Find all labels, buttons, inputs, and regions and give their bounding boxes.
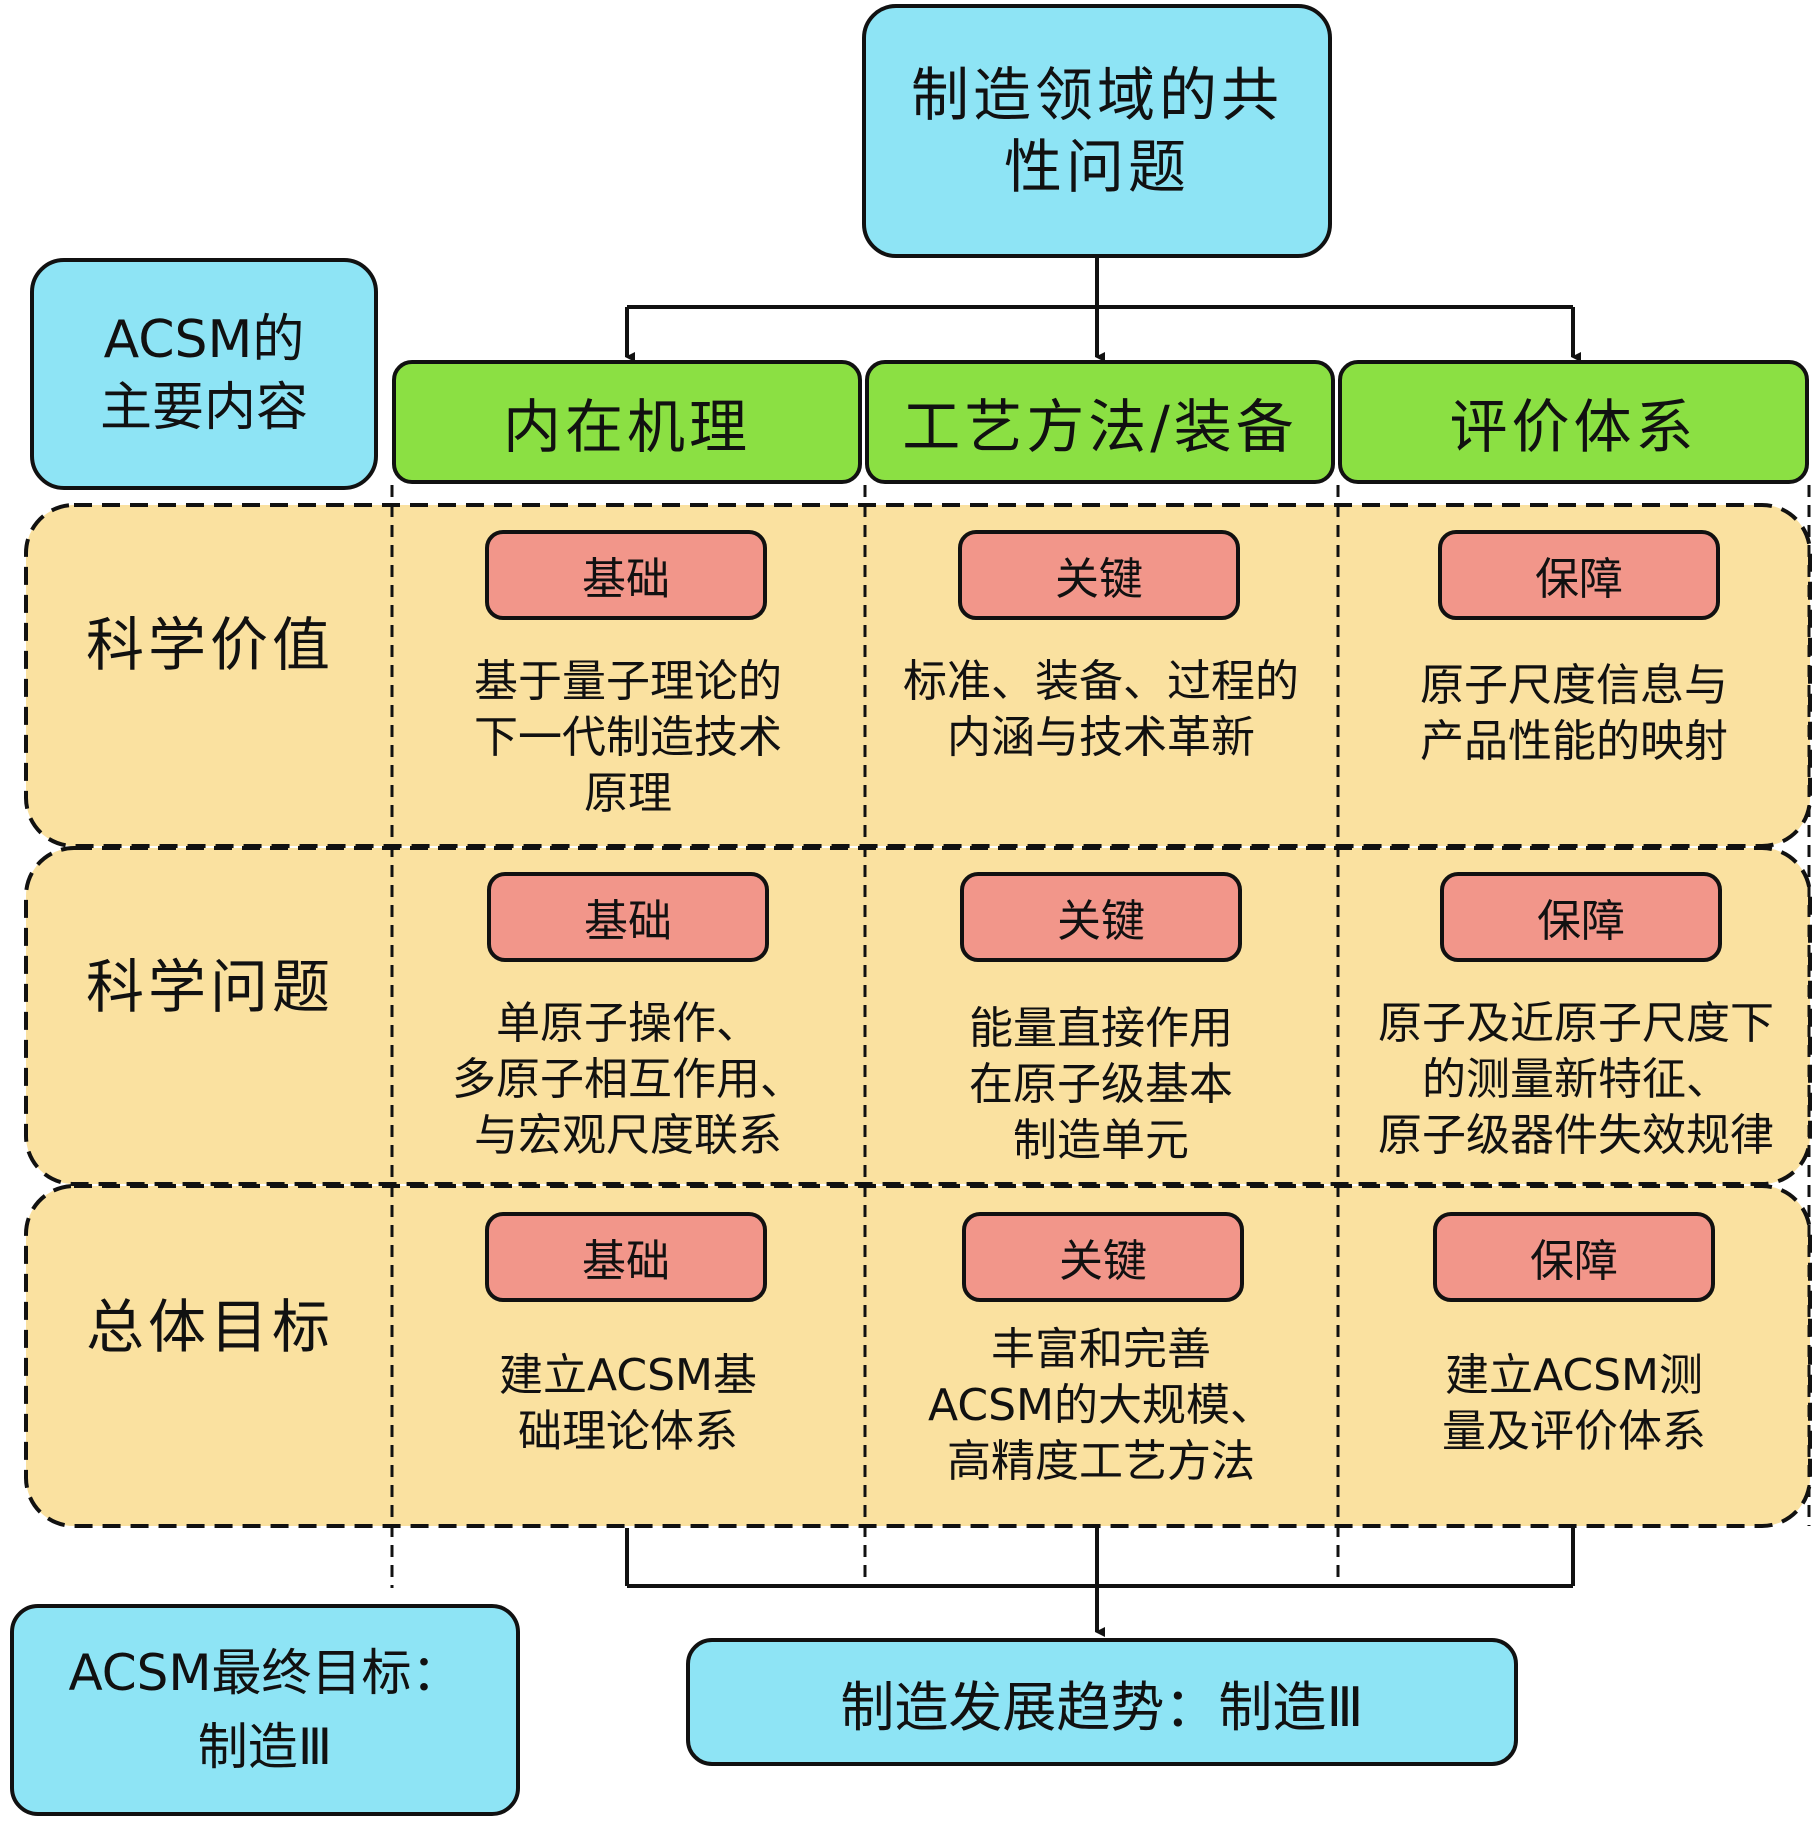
final-goal-box: ACSM最终目标： 制造Ⅲ (10, 1604, 520, 1816)
trend-text: 制造发展趋势：制造Ⅲ (840, 1675, 1364, 1739)
cell-description: 标准、装备、过程的 内涵与技术革新 (903, 656, 1299, 763)
cell-description: 原子尺度信息与 产品性能的映射 (1420, 660, 1728, 767)
cell-description: 建立ACSM基 础理论体系 (499, 1350, 757, 1457)
tag-guarantee: 保障 (1440, 872, 1722, 962)
cell-description: 能量直接作用 在原子级基本 制造单元 (969, 1003, 1233, 1166)
tag-foundation: 基础 (485, 530, 767, 620)
common-problem-box: 制造领域的共 性问题 (862, 4, 1332, 258)
tag-foundation: 基础 (487, 872, 769, 962)
column-header-evaluation: 评价体系 (1338, 360, 1809, 484)
main-content-label: ACSM的 主要内容 (99, 310, 308, 438)
tag-foundation: 基础 (485, 1212, 767, 1302)
tag-guarantee: 保障 (1433, 1212, 1715, 1302)
final-goal-text: ACSM最终目标： 制造Ⅲ (68, 1644, 462, 1776)
tag-key: 关键 (958, 530, 1240, 620)
cell-description: 原子及近原子尺度下 的测量新特征、 原子级器件失效规律 (1378, 998, 1774, 1161)
cell-description: 单原子操作、 多原子相互作用、 与宏观尺度联系 (452, 998, 804, 1161)
tag-guarantee: 保障 (1438, 530, 1720, 620)
cell-description: 丰富和完善 ACSM的大规模、 高精度工艺方法 (928, 1324, 1274, 1487)
common-problem-title: 制造领域的共 性问题 (910, 61, 1283, 201)
tag-key: 关键 (960, 872, 1242, 962)
column-header-process: 工艺方法/装备 (865, 360, 1335, 484)
row-label-scientific-value: 科学价值 (85, 611, 334, 679)
row-label-scientific-problem: 科学问题 (85, 953, 334, 1021)
cell-description: 基于量子理论的 下一代制造技术 原理 (474, 656, 782, 819)
cell-description: 建立ACSM测 量及评价体系 (1442, 1350, 1706, 1457)
tag-key: 关键 (962, 1212, 1244, 1302)
row-label-overall-goal: 总体目标 (85, 1293, 334, 1361)
main-content-label-box: ACSM的 主要内容 (30, 258, 378, 490)
column-header-mechanism: 内在机理 (392, 360, 862, 484)
trend-box: 制造发展趋势：制造Ⅲ (686, 1638, 1518, 1766)
